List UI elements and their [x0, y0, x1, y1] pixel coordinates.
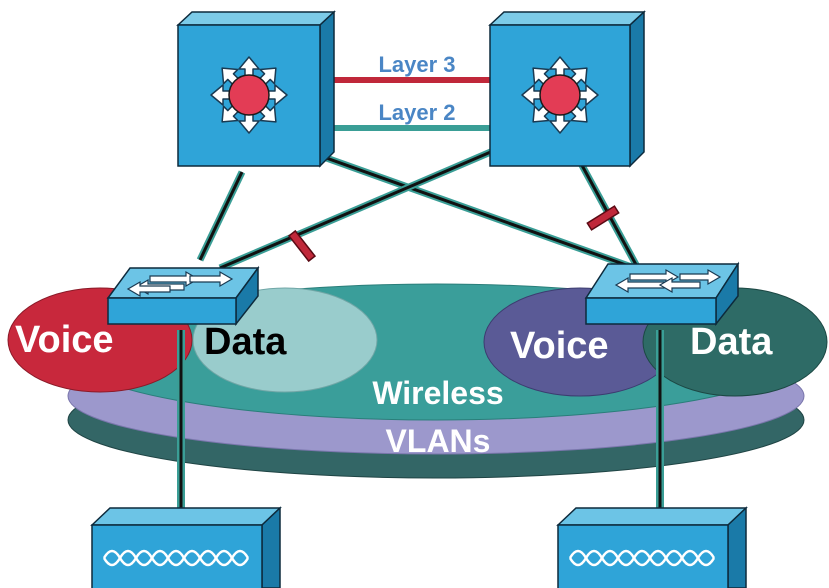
access-point-right: [556, 506, 748, 588]
access-point-uplinks: [177, 330, 664, 520]
wireless-label: Wireless: [372, 375, 503, 411]
data-right-label: Data: [690, 321, 773, 363]
blocked-port-markers: [287, 205, 620, 263]
data-left-label: Data: [204, 321, 287, 363]
voice-right-label: Voice: [510, 325, 609, 367]
voice-left-label: Voice: [15, 319, 114, 361]
access-switch-right: [584, 261, 740, 327]
radio-wave-icon: [568, 549, 716, 567]
vlans-label: VLANs: [386, 423, 491, 459]
access-point-left: [90, 506, 282, 588]
layer2-label: Layer 2: [378, 100, 455, 125]
distribution-switch-right: [488, 10, 646, 168]
layer3-label: Layer 3: [378, 52, 455, 77]
trunk-links: [196, 141, 644, 274]
radio-wave-icon: [102, 549, 250, 567]
access-switch-left: [106, 265, 260, 327]
distribution-switch-left: [176, 10, 336, 168]
